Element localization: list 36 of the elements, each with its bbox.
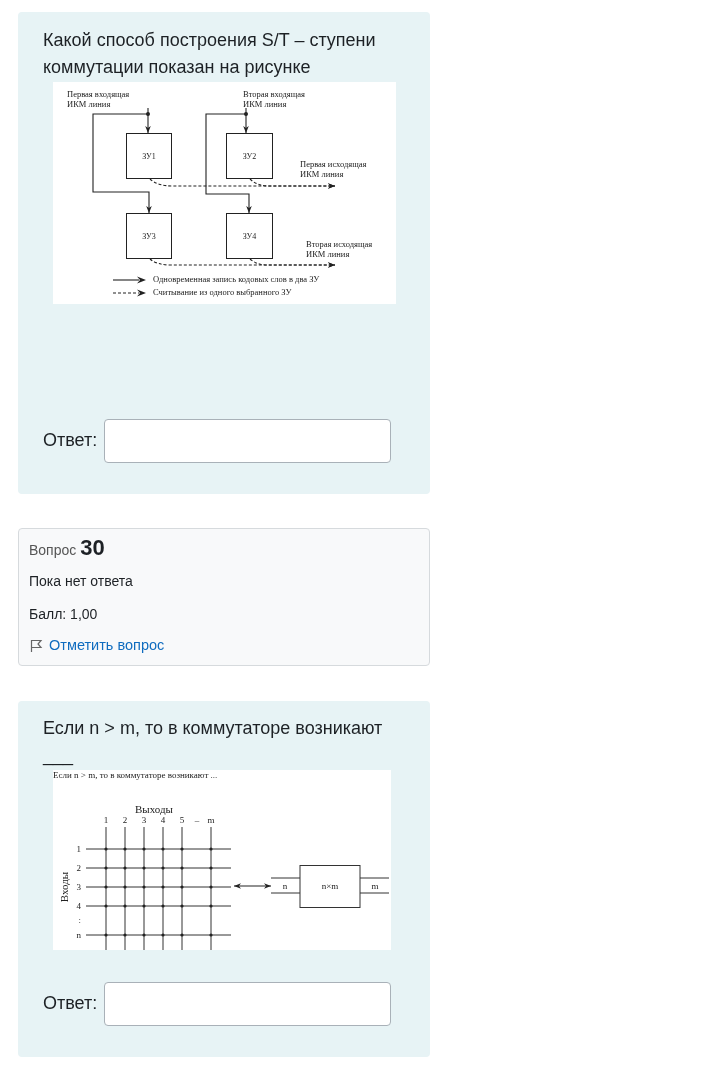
memory-box: ЗУ4 xyxy=(226,213,273,259)
column-number: m xyxy=(207,815,215,825)
legend-text: Считывание из одного выбранного ЗУ xyxy=(153,287,292,297)
axis-title: Выходы xyxy=(135,802,173,817)
arrow xyxy=(243,107,249,134)
arrow xyxy=(145,107,151,134)
question-text: Если n > m, то в коммутаторе возникают ___ xyxy=(43,717,384,768)
row-number: n xyxy=(76,930,81,940)
flag-link: Отметить вопрос xyxy=(49,637,165,653)
arrow xyxy=(205,113,252,214)
memory-box: ЗУ1 xyxy=(126,133,172,179)
legend-text: Одновременная запись кодовых слов в два ЗУ xyxy=(153,274,320,284)
axis-title: Входы xyxy=(57,871,71,903)
memory-box: ЗУ3 xyxy=(126,213,172,259)
column-number: – xyxy=(194,815,200,825)
line-label: Вторая исходящая ИКМ линия xyxy=(306,240,388,265)
question-text: Какой способ построения S/T – ступени коммутации показан на рисунке xyxy=(43,29,377,79)
port-label: m xyxy=(371,881,379,891)
question-number: Вопрос 30 xyxy=(29,536,105,562)
line-label: Вторая входящая ИКМ линия xyxy=(243,90,325,108)
arrow xyxy=(249,178,336,189)
block-label: n×m xyxy=(321,881,339,891)
arrow xyxy=(249,258,336,268)
line-label: Первая входящая ИКМ линия xyxy=(67,90,151,108)
line-label: Первая исходящая ИКМ линия xyxy=(300,160,382,186)
answer-label: Ответ: xyxy=(43,992,98,1015)
arrow xyxy=(92,113,152,214)
crosspoint-grid xyxy=(86,827,233,950)
port-label: n xyxy=(282,881,288,891)
arrow xyxy=(233,883,272,889)
score-text: Балл: 1,00 xyxy=(29,605,98,623)
row-number: : xyxy=(78,915,81,925)
memory-box: ЗУ2 xyxy=(226,133,273,179)
status-text: Пока нет ответа xyxy=(29,572,133,590)
answer-label: Ответ: xyxy=(43,429,98,452)
image-caption: Если n > m, то в коммутаторе возникают ... xyxy=(53,770,218,780)
